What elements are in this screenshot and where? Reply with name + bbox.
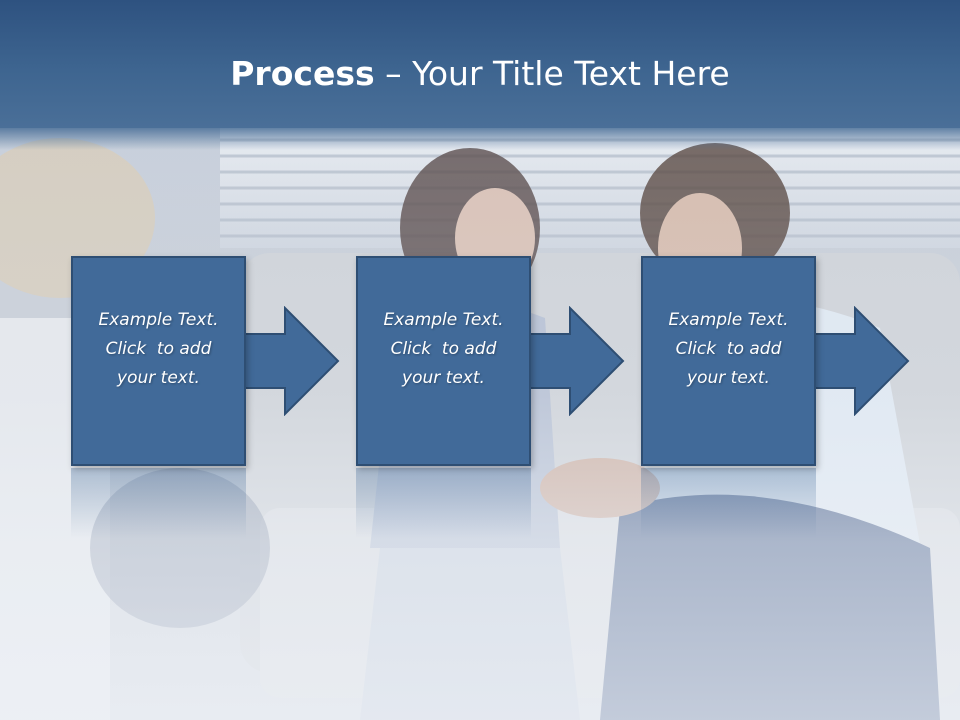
- title-rest: Your Title Text Here: [412, 54, 730, 93]
- step-1-line-3: your text.: [117, 367, 200, 388]
- right-arrow-icon: [814, 306, 910, 416]
- process-step-2[interactable]: Example Text. Click to add your text.: [356, 256, 531, 466]
- process-step-1[interactable]: Example Text. Click to add your text.: [71, 256, 246, 466]
- step-1-line-2: Click to add: [105, 338, 212, 359]
- step-3-line-3: your text.: [687, 367, 770, 388]
- slide-title[interactable]: Process – Your Title Text Here: [0, 52, 960, 96]
- title-separator: –: [374, 54, 413, 93]
- step-3-line-1: Example Text.: [668, 309, 789, 330]
- step-2-text[interactable]: Example Text. Click to add your text.: [369, 306, 519, 393]
- process-step-3[interactable]: Example Text. Click to add your text.: [641, 256, 816, 466]
- step-3-text[interactable]: Example Text. Click to add your text.: [654, 306, 804, 393]
- step-2-reflection: [356, 468, 531, 538]
- step-2-line-2: Click to add: [390, 338, 497, 359]
- step-3-reflection: [641, 468, 816, 538]
- right-arrow-icon: [529, 306, 625, 416]
- step-2-line-3: your text.: [402, 367, 485, 388]
- step-3-line-2: Click to add: [675, 338, 782, 359]
- title-strong: Process: [230, 54, 375, 93]
- step-1-reflection: [71, 468, 246, 538]
- step-2-line-1: Example Text.: [383, 309, 504, 330]
- right-arrow-icon: [244, 306, 340, 416]
- step-1-line-1: Example Text.: [98, 309, 219, 330]
- title-bar: [0, 0, 960, 128]
- step-1-text[interactable]: Example Text. Click to add your text.: [84, 306, 234, 393]
